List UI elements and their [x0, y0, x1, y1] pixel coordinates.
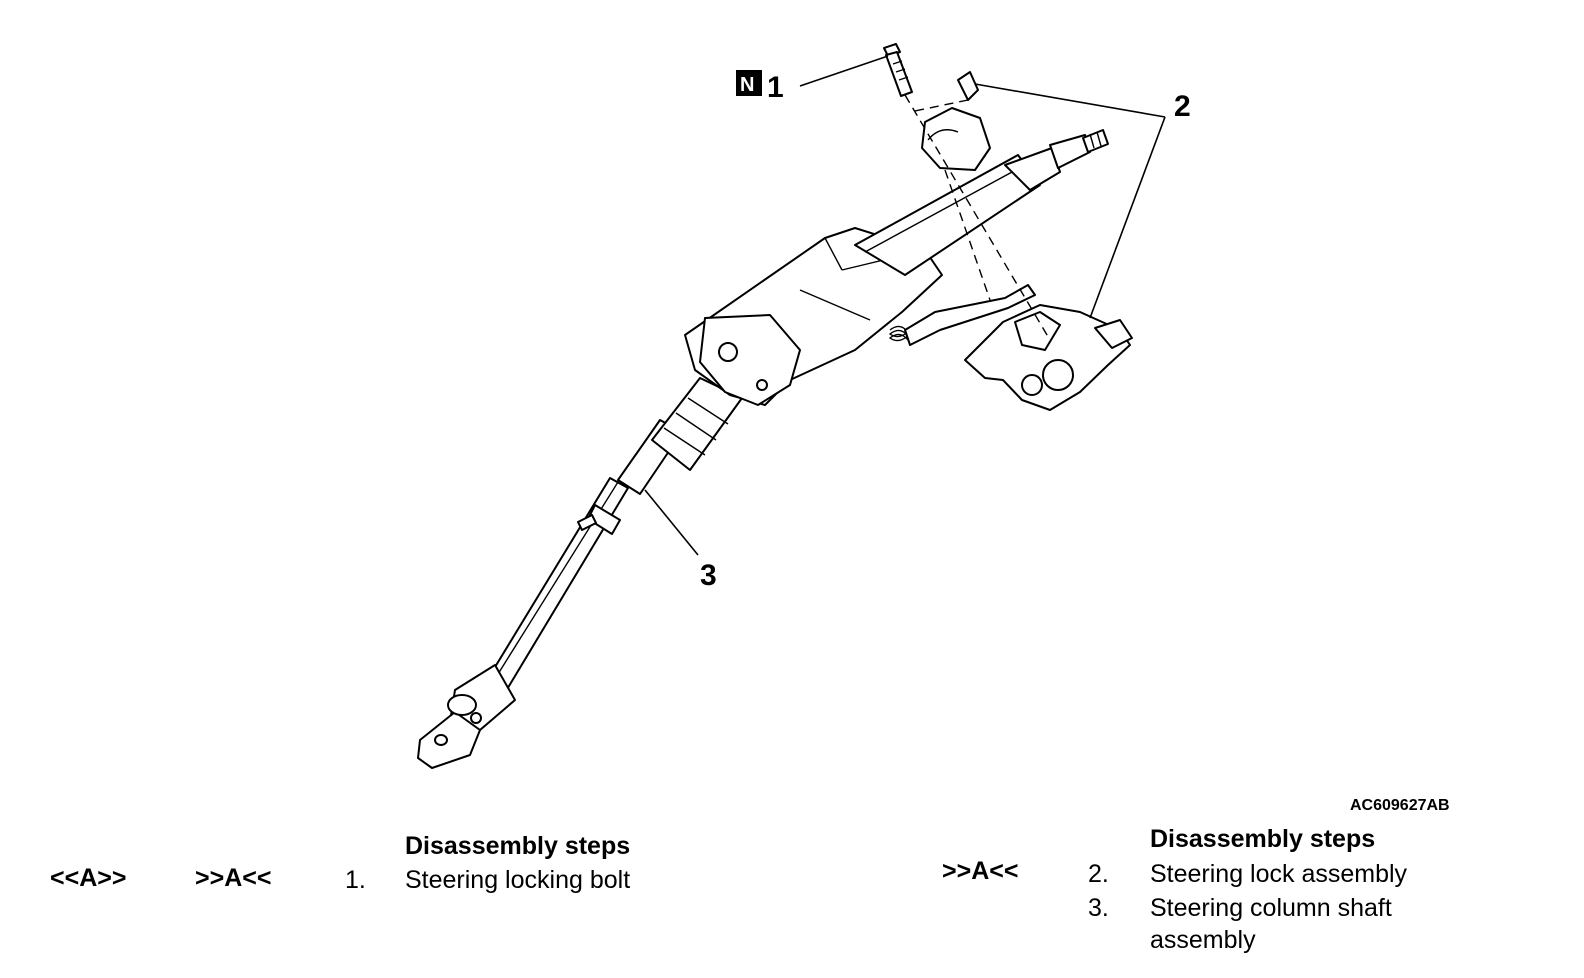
left-step-1-number: 1.	[345, 866, 366, 894]
n-marker-box	[736, 70, 762, 96]
callout-3: 3	[700, 559, 717, 592]
assembly-line-tab	[909, 99, 969, 113]
right-step-2-install-ref: >>A<<	[942, 857, 1019, 885]
callout-2: 2	[1174, 90, 1191, 123]
leader-2a	[974, 83, 1166, 118]
assembly-line-bolt	[904, 94, 1051, 341]
assembly-line-clamp	[944, 169, 991, 301]
right-steps-heading: Disassembly steps	[1150, 825, 1376, 853]
steering-locking-bolt	[883, 43, 913, 97]
right-step-3-text-line2: assembly	[1150, 926, 1256, 954]
left-steps-heading: Disassembly steps	[405, 832, 631, 860]
n-marker: N	[740, 74, 754, 96]
right-step-3-text: Steering column shaft	[1150, 894, 1392, 922]
right-step-2-text: Steering lock assembly	[1150, 860, 1408, 888]
left-step-1-install-ref: >>A<<	[195, 864, 272, 892]
right-step-3-number: 3.	[1088, 894, 1109, 922]
steering-lock-assembly	[921, 71, 1133, 411]
left-step-1-removal-ref: <<A>>	[50, 864, 127, 892]
figure-code: AC609627AB	[1350, 797, 1450, 814]
leader-2b	[1089, 116, 1166, 319]
right-step-2-number: 2.	[1088, 860, 1109, 888]
callout-1: 1	[767, 71, 784, 104]
leader-3	[644, 489, 699, 556]
leader-1	[799, 55, 889, 87]
left-step-1-text: Steering locking bolt	[405, 866, 631, 894]
steering-column-shaft-assembly	[417, 129, 1109, 769]
